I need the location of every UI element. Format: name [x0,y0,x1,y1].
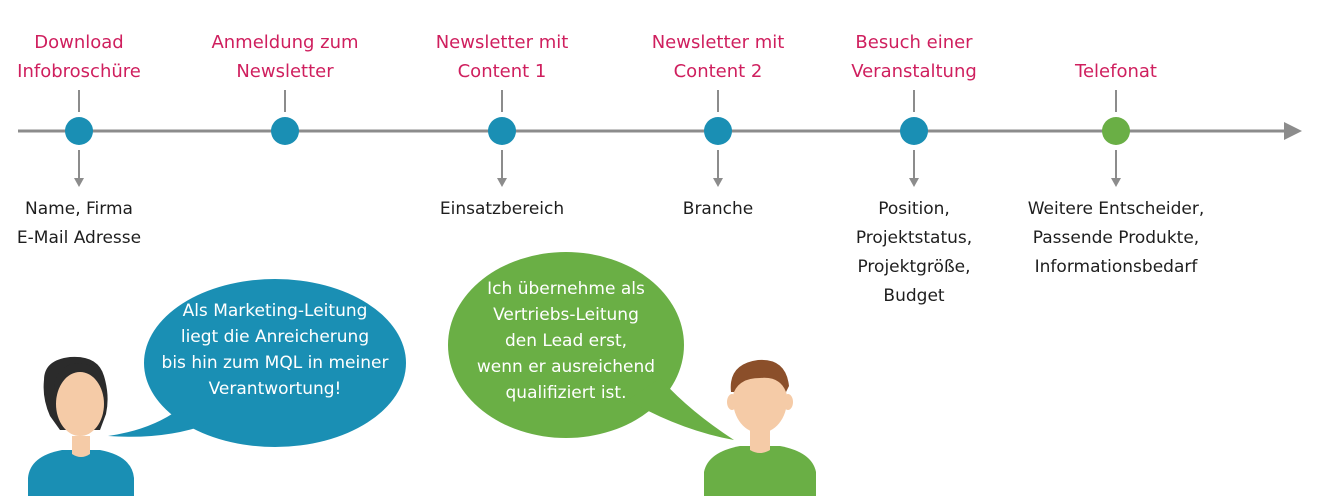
info-arrowhead [74,178,84,187]
step-dot [1102,117,1130,145]
step-label: Newsletter mit Content 2 [651,32,785,82]
step-label: Newsletter mit Content 1 [435,32,569,82]
step-info: Einsatzbereich [439,199,565,219]
step-info: Weitere Entscheider, Passende Produkte, … [1027,199,1205,277]
sales-bubble-text: Ich übernehme als Vertriebs-Leitung den … [476,279,656,403]
sales-speech-bubble [448,252,734,440]
step-dot [900,117,928,145]
step-dot [704,117,732,145]
step-info: Position, Projektstatus, Projektgröße, B… [855,199,973,306]
step-label: Download Infobroschüre [17,32,141,82]
marketing-speech-bubble [108,279,406,447]
step-label: Telefonat [1075,61,1157,82]
marketing-bubble-text: Als Marketing-Leitung liegt die Anreiche… [161,301,389,399]
step-label: Anmeldung zum Newsletter [211,32,359,82]
step-dot [65,117,93,145]
info-arrowhead [497,178,507,187]
step-dot [271,117,299,145]
step-info: Name, Firma E-Mail Adresse [16,199,142,248]
step-info: Branche [682,199,754,219]
step-dot [488,117,516,145]
timeline-arrowhead [1284,122,1302,140]
man-avatar-icon [704,359,816,496]
info-arrowhead [1111,178,1121,187]
step-label: Besuch einer Veranstaltung [851,32,977,82]
info-arrowhead [909,178,919,187]
info-arrowhead [713,178,723,187]
woman-avatar-icon [28,356,134,496]
